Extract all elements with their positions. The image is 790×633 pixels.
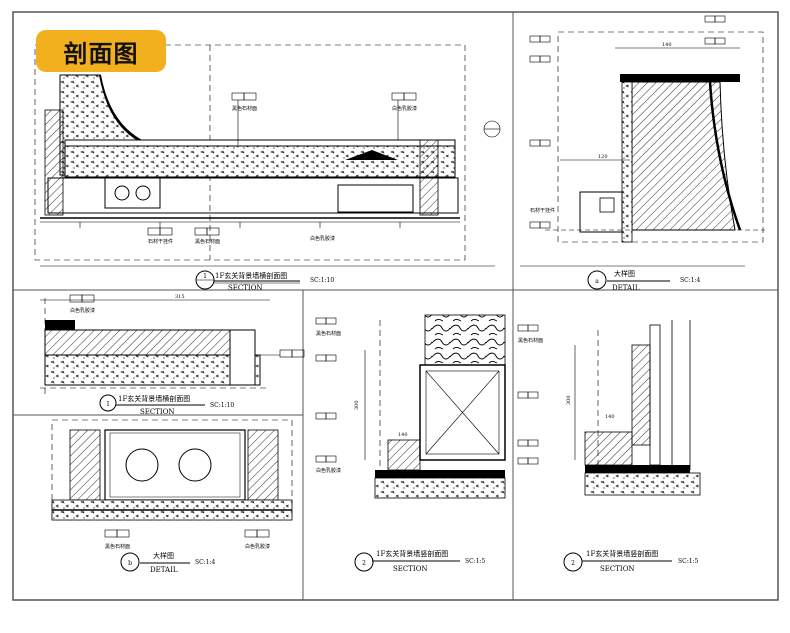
section-number: 2 <box>571 560 575 567</box>
dimension-label: 120 <box>598 154 608 160</box>
section-scale: SC:1:4 <box>195 559 216 566</box>
section-number: 1 <box>106 401 110 408</box>
panel-bottom-mid-drawing: 140 300 黑色石材面 白色乳胶漆 <box>315 314 506 499</box>
sheet-frame <box>12 11 779 601</box>
note-label: 白色乳胶漆 <box>392 105 417 112</box>
note-label: 黑色石材面 <box>518 337 543 344</box>
dimension-label: 140 <box>605 414 615 420</box>
section-title: 1F玄关背景墙横剖面图 <box>118 394 190 403</box>
section-number: 1 <box>203 273 207 280</box>
section-title: 1F玄关背景墙竖剖面图 <box>586 549 658 558</box>
panel-bottom-right-drawing: 140 300 黑色石材面 <box>517 320 701 496</box>
dimension-label: 140 <box>398 432 408 438</box>
note-label: 石材干挂件 <box>148 238 173 245</box>
note-label: 白色乳胶漆 <box>245 543 270 550</box>
note-label: 黑色石材面 <box>316 330 341 337</box>
panel-bottom-mid-title: 2 1F玄关背景墙竖剖面图 SECTION SC:1:5 <box>354 549 486 573</box>
panel-top-left-drawing: 黑色石材面 白色乳胶漆 石材干挂件 黑色石材面 白色乳胶漆 <box>34 44 501 261</box>
section-caption: SECTION <box>600 565 635 573</box>
section-caption: DETAIL <box>612 284 640 292</box>
note-label: 黑色石材面 <box>232 105 257 112</box>
section-title: 1F玄关背景墙竖剖面图 <box>376 549 448 558</box>
section-title: 1F玄关背景墙横剖面图 <box>215 271 287 280</box>
note-label: 石材干挂件 <box>530 207 555 214</box>
note-label: 白色乳胶漆 <box>310 235 335 242</box>
panel-top-left-title: 1 1F玄关背景墙横剖面图 SECTION SC:1:10 <box>40 265 495 292</box>
dimension-label: 140 <box>662 42 672 48</box>
section-badge: 剖面图 <box>36 30 166 72</box>
section-title: 大样图 <box>614 269 635 278</box>
note-label: 黑色石材面 <box>105 543 130 550</box>
panel-mid-left-title: 1 1F玄关背景墙横剖面图 SECTION SC:1:10 <box>99 394 234 416</box>
note-label: 白色乳胶漆 <box>70 307 95 314</box>
panel-mid-left-drawing: 315 白色乳胶漆 <box>40 294 305 395</box>
note-label: 黑色石材面 <box>195 238 220 245</box>
section-scale: SC:1:5 <box>678 558 699 565</box>
panel-top-right-drawing: 140 120 石材干挂件 <box>529 15 765 243</box>
dimension-label: 300 <box>566 395 572 405</box>
panel-bottom-left-drawing: 黑色石材面 白色乳胶漆 <box>51 419 293 550</box>
section-number: 2 <box>362 560 366 567</box>
section-title: 大样图 <box>153 551 174 560</box>
section-scale: SC:1:4 <box>680 277 701 284</box>
dimension-label: 300 <box>354 400 360 410</box>
section-caption: SECTION <box>140 408 175 416</box>
panel-top-right-title: a 大样图 DETAIL SC:1:4 <box>520 265 745 292</box>
section-number: a <box>595 278 599 285</box>
section-scale: SC:1:10 <box>310 277 334 284</box>
panel-bottom-right-title: 2 1F玄关背景墙竖剖面图 SECTION SC:1:5 <box>563 549 699 573</box>
panel-bottom-left-title: b 大样图 DETAIL SC:1:4 <box>120 551 216 574</box>
section-caption: SECTION <box>393 565 428 573</box>
section-number: b <box>128 560 132 567</box>
section-scale: SC:1:10 <box>210 402 234 409</box>
section-caption: DETAIL <box>150 566 178 574</box>
note-label: 白色乳胶漆 <box>316 467 341 474</box>
section-caption: SECTION <box>228 284 263 292</box>
dimension-label: 315 <box>175 294 185 300</box>
section-scale: SC:1:5 <box>465 558 486 565</box>
